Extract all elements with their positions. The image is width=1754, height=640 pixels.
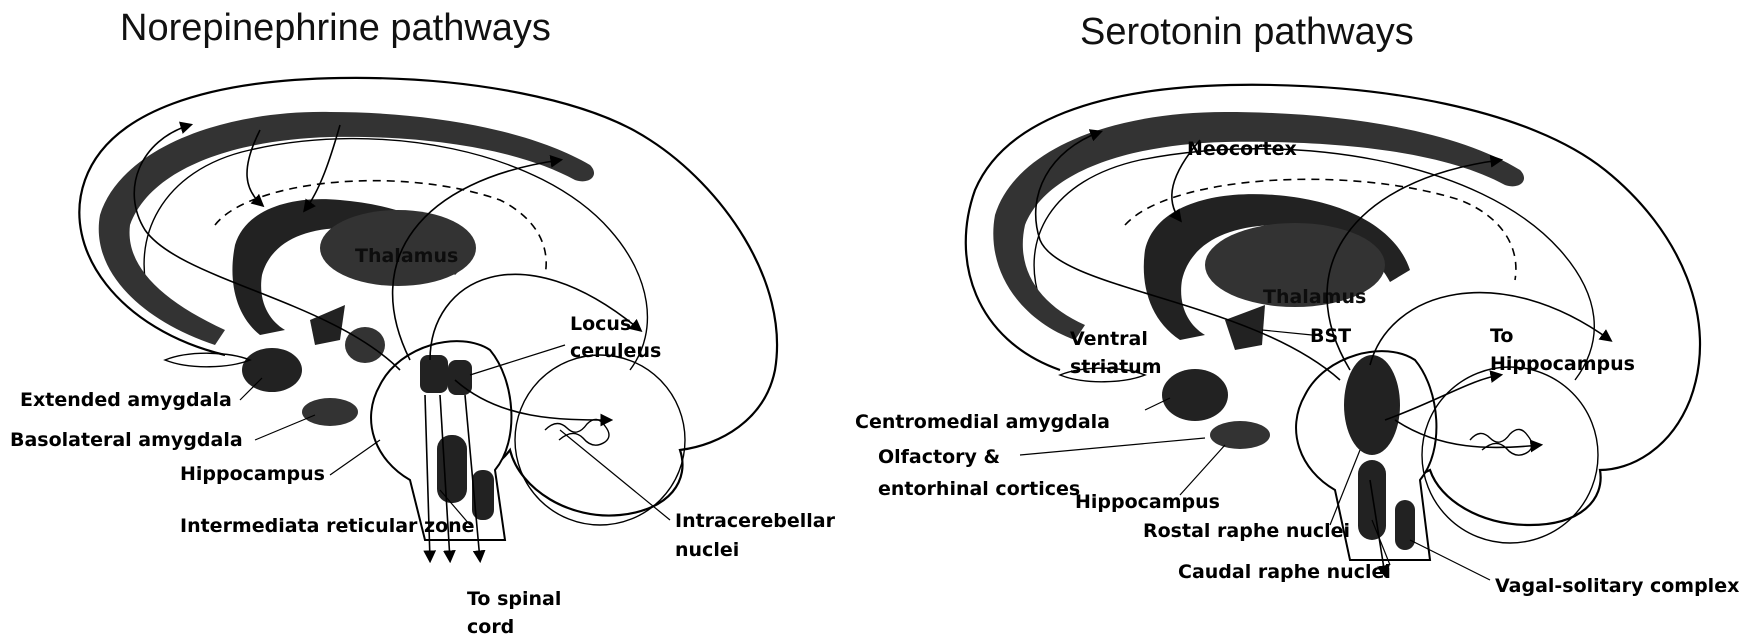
left-cerebellum xyxy=(515,355,685,525)
left-label-hippocampus: Hippocampus xyxy=(180,463,325,485)
left-leader-hippocampus xyxy=(330,440,380,475)
left-amygdala-2 xyxy=(345,327,385,363)
right-label-to: To xyxy=(1490,325,1514,347)
serotonin-title: Serotonin pathways xyxy=(1080,11,1414,53)
right-bst-shape xyxy=(1225,305,1265,350)
right-label-centromedial-amygdala: Centromedial amygdala xyxy=(855,411,1110,433)
left-locus-ceruleus-shape-1 xyxy=(420,355,448,393)
right-hippocampus-shape xyxy=(1210,421,1270,449)
right-leader-hippocampus xyxy=(1180,445,1225,495)
right-rostral-raphe-shape xyxy=(1344,355,1400,455)
right-label-bst: BST xyxy=(1310,325,1351,347)
right-label-caudal-raphe: Caudal raphe nuclei xyxy=(1178,561,1391,583)
right-label-olfactory: Olfactory & xyxy=(878,446,1000,468)
left-leader-intracerebellar xyxy=(560,430,670,520)
right-centromedial-amygdala-shape xyxy=(1162,369,1228,421)
left-olfactory-stub xyxy=(165,353,250,367)
norepinephrine-title: Norepinephrine pathways xyxy=(120,7,551,49)
right-label-rostral-raphe: Rostal raphe nuclei xyxy=(1143,520,1350,542)
left-label-intermediate-reticular-zone: Intermediata reticular zone xyxy=(180,515,475,537)
serotonin-panel: Serotonin pathways Thalamus xyxy=(855,11,1739,597)
right-leader-olfactory xyxy=(1020,438,1205,455)
right-label-neocortex: Neocortex xyxy=(1187,138,1297,160)
left-label-to-spinal: To spinal xyxy=(467,588,561,610)
right-cerebellar-squiggle xyxy=(1470,429,1532,455)
right-label-vagal-solitary: Vagal-solitary complex xyxy=(1495,575,1739,597)
left-label-ceruleus: ceruleus xyxy=(570,340,661,362)
left-label-cord: cord xyxy=(467,616,514,638)
left-label-extended-amygdala: Extended amygdala xyxy=(20,389,232,411)
right-vagal-solitary-shape xyxy=(1395,500,1415,550)
left-extended-amygdala-shape xyxy=(242,348,302,392)
left-label-basolateral-amygdala: Basolateral amygdala xyxy=(10,429,243,451)
left-basal-forebrain xyxy=(310,305,345,345)
left-label-intracerebellar: Intracerebellar xyxy=(675,510,836,532)
right-label-ventral: Ventral xyxy=(1070,328,1148,350)
right-label-to-hippocampus: Hippocampus xyxy=(1490,353,1635,375)
left-thalamus-label: Thalamus xyxy=(355,245,458,267)
right-label-striatum: striatum xyxy=(1070,356,1162,378)
right-caudal-raphe-shape xyxy=(1358,460,1386,540)
left-reticular-zone-shape-1 xyxy=(437,435,467,503)
right-label-hippocampus: Hippocampus xyxy=(1075,491,1220,513)
left-intracerebellar-squiggle xyxy=(545,419,609,445)
right-thalamus-label: Thalamus xyxy=(1263,286,1366,308)
left-leader-basolateral xyxy=(255,415,315,440)
norepinephrine-panel: Norepinephrine pathways Thalamus xyxy=(10,7,836,638)
left-label-locus: Locus xyxy=(570,313,631,335)
left-basolateral-amygdala-shape xyxy=(302,398,358,426)
right-label-entorhinal: entorhinal cortices xyxy=(878,478,1080,500)
left-label-intracerebellar-nuclei: nuclei xyxy=(675,539,739,561)
right-leader-bst xyxy=(1262,330,1312,335)
